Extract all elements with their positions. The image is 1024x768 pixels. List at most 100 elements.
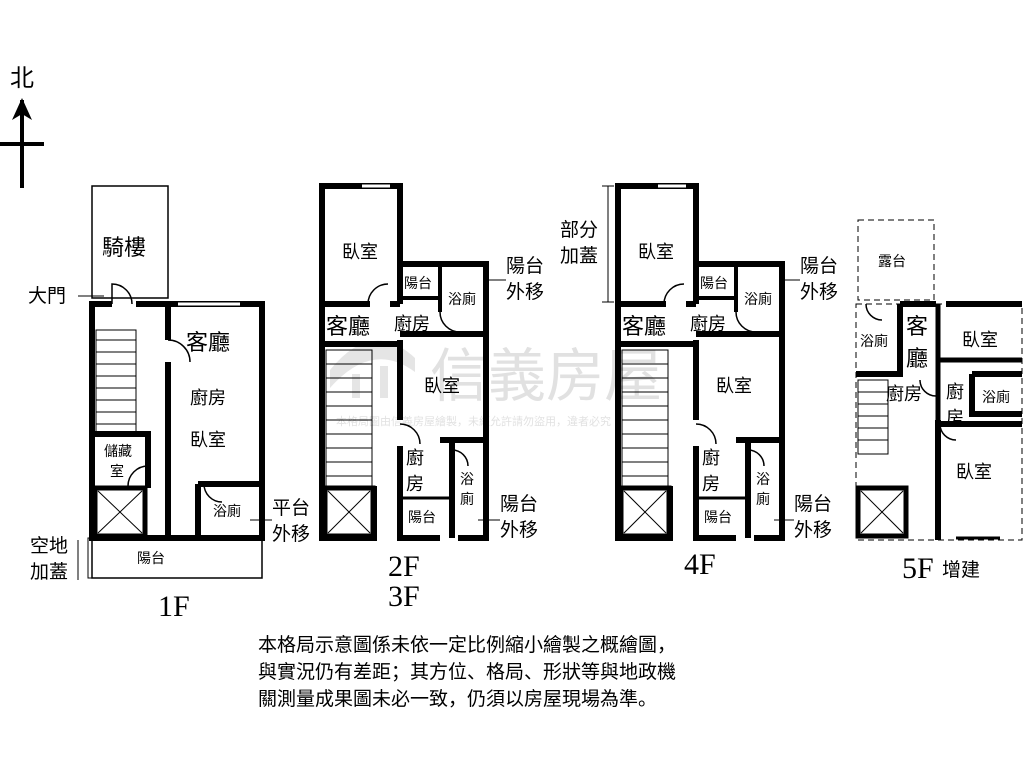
- floor-5-plan: 露台 浴廁 客 廳 臥室 廚房 廚 房 浴廁 臥室: [855, 219, 1023, 585]
- disclaimer-line-2: 與實況仍有差距；其方位、格局、形狀等與地政機: [258, 661, 677, 683]
- watermark-notice: 本格局圖由信義房屋繪製，未經允許請勿盜用，違者必究: [336, 414, 611, 428]
- door-swing: [167, 339, 191, 363]
- room-living: 客廳: [622, 315, 666, 340]
- note-balcony-a-line-1: 陽台: [506, 255, 544, 277]
- north-arrow-head-icon: [12, 98, 32, 120]
- storage-wall: [94, 431, 151, 488]
- door-swing: [747, 449, 765, 467]
- room-bedroom-mid: 臥室: [424, 376, 460, 397]
- floor-5-extra-label: 增建: [942, 559, 980, 581]
- door-swing: [451, 449, 469, 467]
- note-balcony-a-line-2: 外移: [800, 281, 838, 303]
- door-swing: [919, 379, 937, 397]
- room-balcony: 陽台: [137, 551, 165, 567]
- door-swing: [939, 423, 957, 441]
- main-door-swing: [111, 283, 133, 305]
- floor-label-2f: 2F: [388, 550, 420, 583]
- room-bath-low-line-2: 廁: [756, 491, 770, 508]
- floor-label-1f: 1F: [158, 590, 190, 623]
- arcade-outline: [91, 185, 169, 299]
- bedroom-top-wall: [319, 183, 403, 304]
- floor-2-3-plan: 臥室 陽台 浴廁 客廳 廚房: [319, 183, 544, 613]
- room-living: 客廳: [186, 331, 230, 356]
- floor-1-plan: 騎樓 儲藏 室 浴廁: [28, 185, 310, 623]
- floor-2-3-outer-wall-right: [400, 331, 489, 541]
- note-empty-lot-line-1: 空地: [30, 535, 68, 557]
- room-kitchen-low-line-2: 房: [702, 474, 720, 495]
- room-balcony-low: 陽台: [408, 510, 436, 526]
- room-bedroom: 臥室: [190, 430, 226, 451]
- stair-4f: [621, 349, 669, 487]
- note-balcony-b-line-1: 陽台: [500, 493, 538, 515]
- floor-label-4f: 4F: [684, 548, 716, 581]
- door-swing: [127, 465, 149, 487]
- elevator-shaft: [618, 485, 672, 539]
- room-bedroom-top: 臥室: [962, 330, 998, 351]
- note-partial-addition-line-1: 部分: [560, 219, 598, 241]
- door-swing: [439, 311, 461, 333]
- door-swing: [695, 423, 717, 445]
- room-bedroom-mid: 臥室: [716, 376, 752, 397]
- room-kitchen-low-line-1: 廚: [406, 447, 424, 469]
- room-kitchen-top: 廚房: [690, 313, 726, 335]
- door-swing: [735, 311, 757, 333]
- note-empty-lot-line-2: 加蓋: [30, 561, 68, 583]
- room-bath-top: 浴廁: [448, 291, 476, 308]
- floor-label-3f: 3F: [388, 580, 420, 613]
- room-storage-line-1: 儲藏: [104, 444, 132, 460]
- watermark-logo-icon: [330, 340, 415, 398]
- room-balcony-top: 陽台: [700, 276, 728, 292]
- room-terrace: 露台: [878, 254, 906, 270]
- watermark-brand: 信義房屋: [430, 342, 662, 410]
- room-bedroom-top: 臥室: [638, 242, 674, 263]
- floor-label-5f: 5F: [902, 552, 934, 585]
- room-arcade: 騎樓: [102, 236, 146, 261]
- room-kitchen-top: 廚房: [394, 313, 430, 335]
- balcony-outline: [91, 537, 263, 579]
- note-platform-line-1: 平台: [272, 497, 310, 519]
- door-swing: [663, 283, 685, 305]
- door-swing: [865, 303, 883, 321]
- floor-1-outer-wall: [89, 301, 265, 541]
- room-kitchen-low-line-1: 廚: [702, 447, 720, 469]
- stair-5f: [857, 379, 889, 455]
- room-storage-line-2: 室: [110, 463, 124, 480]
- disclaimer-line-1: 本格局示意圖係未依一定比例縮小繪製之概繪圖，: [258, 634, 677, 656]
- note-balcony-b-line-1: 陽台: [794, 493, 832, 515]
- room-bath-right: 浴廁: [982, 389, 1010, 406]
- disclaimer-text: 本格局示意圖係未依一定比例縮小繪製之概繪圖， 與實況仍有差距；其方位、格局、形狀…: [258, 632, 778, 713]
- disclaimer-line-3: 關測量成果圖未必一致，仍須以房屋現場為準。: [258, 688, 658, 710]
- note-main-door: 大門: [28, 285, 66, 307]
- stair-1f: [95, 329, 137, 435]
- room-bath-low-line-2: 廁: [460, 491, 474, 508]
- note-balcony-b-line-2: 外移: [794, 519, 832, 541]
- room-balcony-low: 陽台: [704, 510, 732, 526]
- note-platform-line-2: 外移: [272, 523, 310, 545]
- room-bath-left: 浴廁: [860, 333, 888, 350]
- room-living: 客廳: [326, 315, 370, 340]
- note-balcony-b-line-2: 外移: [500, 519, 538, 541]
- floor-4-outer-wall-right: [696, 331, 785, 541]
- room-kitchen-mid-line-2: 房: [946, 408, 964, 429]
- room-living-line-1: 客: [906, 315, 928, 340]
- door-swing: [203, 483, 223, 503]
- bedroom-top-wall: [615, 183, 699, 304]
- room-kitchen: 廚房: [190, 387, 226, 409]
- room-living-line-2: 廳: [906, 347, 928, 372]
- north-label: 北: [10, 64, 34, 92]
- room-bedroom-big: 臥室: [956, 462, 992, 483]
- room-kitchen-low-line-2: 房: [406, 474, 424, 495]
- terrace-outline: [857, 219, 935, 301]
- room-bath-low-line-1: 浴: [460, 472, 474, 488]
- room-bedroom-top: 臥室: [342, 242, 378, 263]
- room-bath-top: 浴廁: [744, 291, 772, 308]
- note-balcony-a-line-2: 外移: [506, 281, 544, 303]
- door-swing: [399, 423, 421, 445]
- note-partial-addition-line-2: 加蓋: [560, 245, 598, 267]
- floor-4-plan: 臥室 陽台 浴廁 客廳 廚房 臥室: [560, 183, 838, 581]
- elevator-shaft: [855, 485, 909, 539]
- room-kitchen-mid-line-1: 廚: [946, 381, 964, 403]
- room-bath: 浴廁: [213, 503, 241, 520]
